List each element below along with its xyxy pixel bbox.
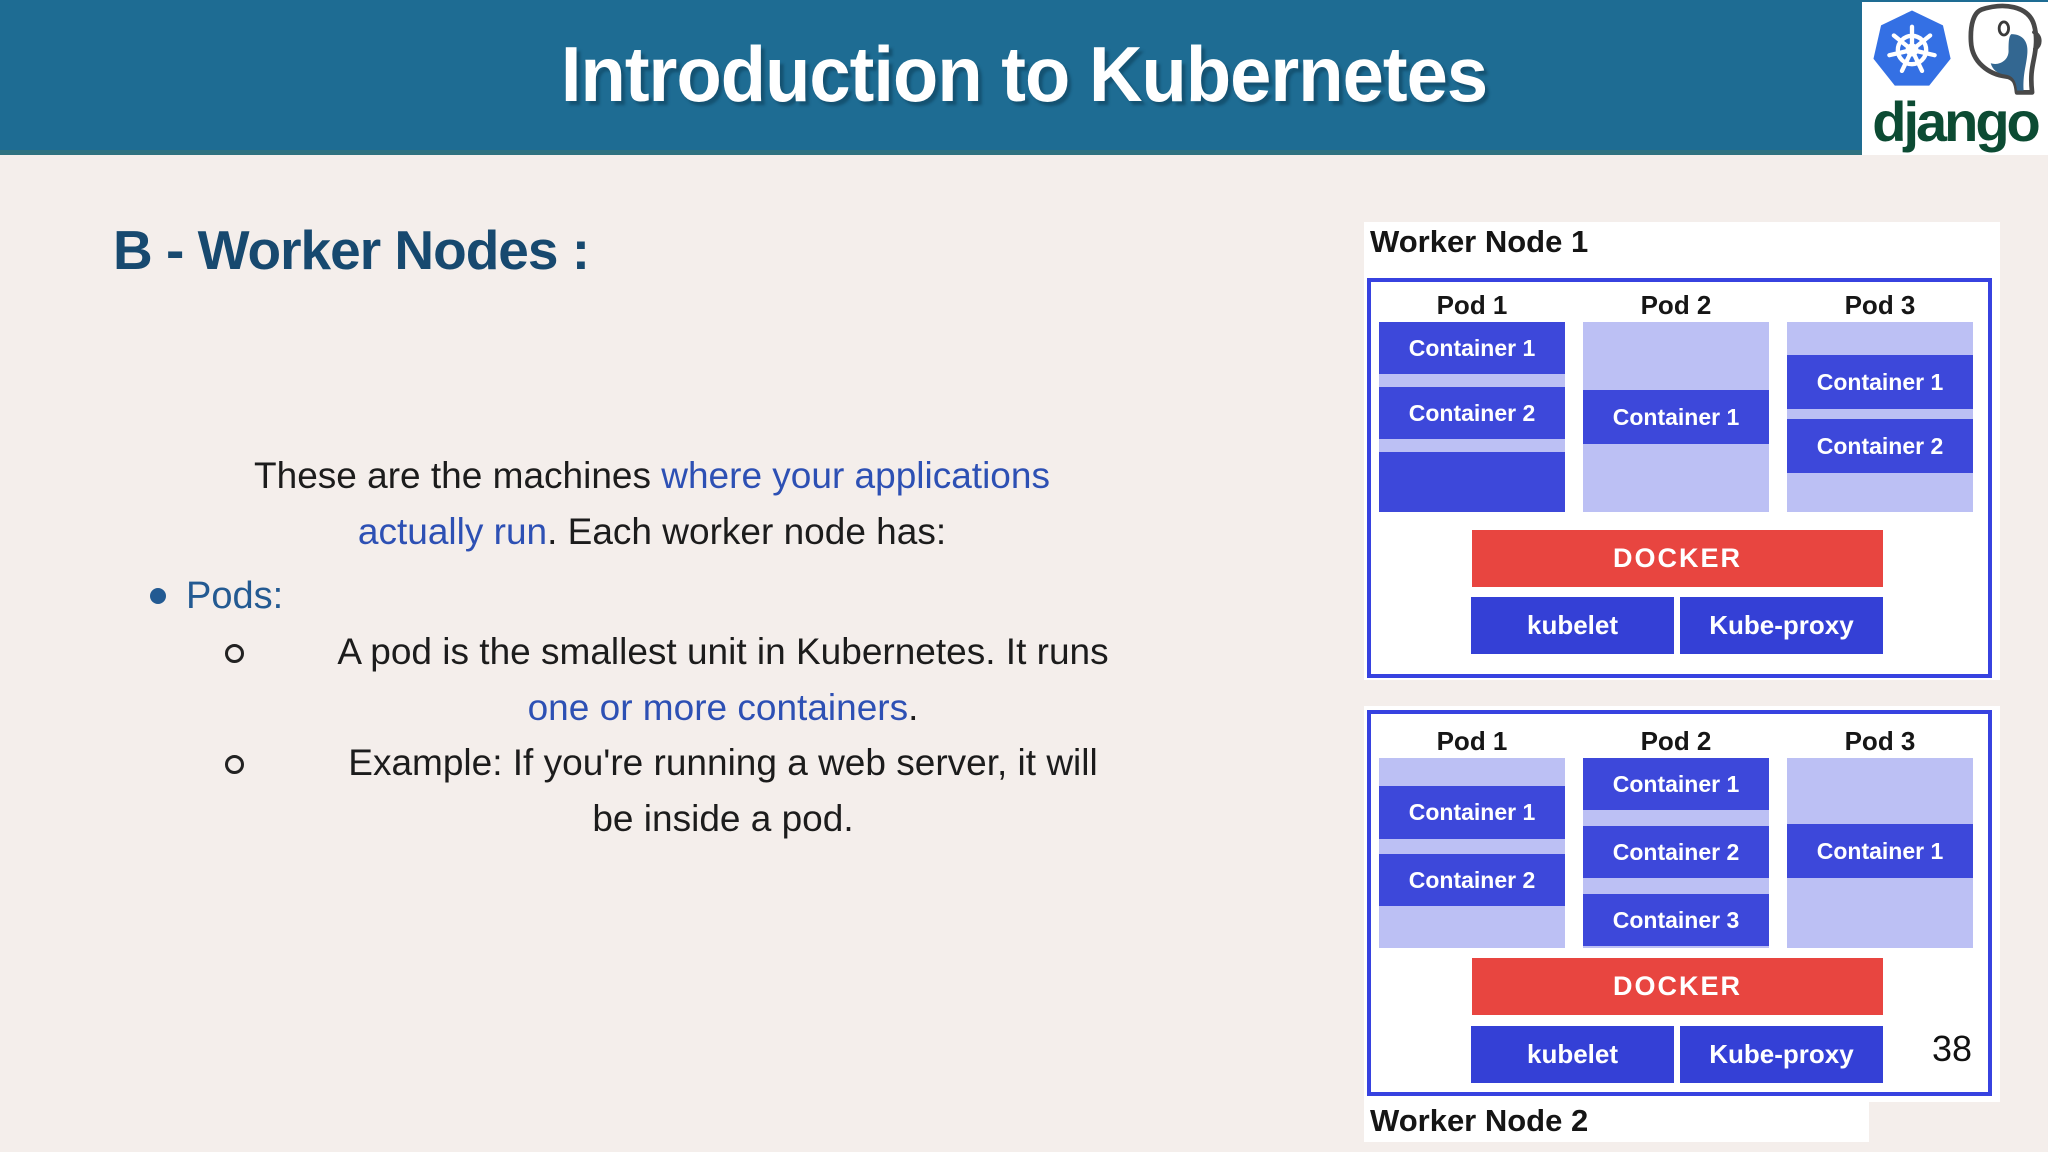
worker-node-1-label: Worker Node 1	[1370, 224, 1589, 259]
container-box: Container 1	[1583, 390, 1769, 444]
container-box: Container 2	[1583, 826, 1769, 878]
worker-node-1-box: Pod 1 Pod 2 Pod 3 Container 1 Container …	[1367, 278, 1992, 678]
circle-bullet-icon	[225, 644, 244, 663]
container-box: Container 1	[1787, 355, 1973, 409]
pod-1: Container 1 Container 2	[1379, 322, 1565, 512]
container-box: Container 2	[1379, 854, 1565, 906]
pod-space	[1379, 758, 1565, 786]
sub1-highlight: one or more containers	[527, 687, 909, 728]
worker-node-2-panel: Pod 1 Pod 2 Pod 3 Container 1 Container …	[1364, 706, 2000, 1102]
circle-bullet-icon	[225, 755, 244, 774]
container-box: Container 1	[1379, 322, 1565, 374]
intro-text-2: . Each worker node has:	[547, 511, 947, 552]
intro-highlight-1: where your applications	[661, 455, 1050, 496]
bullet-dot-icon	[150, 588, 166, 604]
container-box: Container 2	[1787, 419, 1973, 473]
pod-gap	[1583, 810, 1769, 826]
worker-node-2-box: Pod 1 Pod 2 Pod 3 Container 1 Container …	[1367, 710, 1992, 1096]
bullet-pods: Pods:	[150, 568, 283, 624]
sub-bullet-1: A pod is the smallest unit in Kubernetes…	[225, 624, 1193, 736]
container-box: Container 3	[1583, 894, 1769, 946]
pod-header: Pod 3	[1844, 726, 1916, 756]
pod-headers: Pod 1 Pod 2 Pod 3	[1379, 290, 1973, 321]
worker-node-2-label: Worker Node 2	[1370, 1103, 1589, 1138]
intro-text-1: These are the machines	[254, 455, 662, 496]
intro-paragraph: These are the machines where your applic…	[182, 448, 1122, 560]
pod-space	[1787, 758, 1973, 824]
header-bar: Introduction to Kubernetes	[0, 0, 2048, 155]
pod-1: Container 1 Container 2	[1379, 758, 1565, 948]
pod-header: Pod 2	[1640, 290, 1712, 320]
pod-gap	[1379, 374, 1565, 387]
pod-gap	[1583, 878, 1769, 894]
page-number: 38	[1931, 1028, 1973, 1069]
container-box: Container 1	[1787, 824, 1973, 878]
django-logo: django	[1872, 90, 2041, 153]
pods-row: Container 1 Container 2 Container 1 Cont…	[1379, 758, 1973, 948]
worker-node-2-label-strip: Worker Node 2	[1364, 1102, 1869, 1142]
kube-proxy-box: Kube-proxy	[1680, 1026, 1883, 1083]
pod-3: Container 1 Container 2	[1787, 322, 1973, 512]
pod-headers: Pod 1 Pod 2 Pod 3	[1379, 726, 1973, 757]
section-heading: B - Worker Nodes :	[113, 219, 590, 281]
pod-header: Pod 2	[1640, 726, 1712, 756]
kube-proxy-box: Kube-proxy	[1680, 597, 1883, 654]
pod-gap	[1379, 839, 1565, 854]
postgresql-logo-icon	[1968, 3, 2042, 95]
pod-gap	[1379, 439, 1565, 452]
pods-row: Container 1 Container 2 Container 1 Cont…	[1379, 322, 1973, 512]
sub1-text: A pod is the smallest unit in Kubernetes…	[337, 631, 1109, 672]
pod-space	[1583, 322, 1769, 390]
container-box: Container 2	[1379, 387, 1565, 439]
kubelet-box: kubelet	[1471, 597, 1674, 654]
container-box: Container 1	[1379, 786, 1565, 839]
docker-bar: DOCKER	[1472, 530, 1883, 587]
pod-3: Container 1	[1787, 758, 1973, 948]
intro-highlight-2: actually run	[357, 511, 548, 552]
pod-header: Pod 1	[1436, 290, 1508, 320]
kubernetes-logo-icon	[1873, 10, 1951, 86]
sub2-line2: be inside a pod.	[592, 798, 854, 839]
slide-title: Introduction to Kubernetes	[560, 30, 1488, 118]
sub2-line1: Example: If you're running a web server,…	[348, 742, 1098, 783]
docker-bar: DOCKER	[1472, 958, 1883, 1015]
bullet-label: Pods:	[186, 574, 284, 617]
pod-header: Pod 3	[1844, 290, 1916, 320]
pod-space	[1787, 322, 1973, 355]
kubelet-box: kubelet	[1471, 1026, 1674, 1083]
pod-header: Pod 1	[1436, 726, 1508, 756]
pod-gap	[1787, 409, 1973, 419]
pod-2: Container 1	[1583, 322, 1769, 512]
sub1-period: .	[908, 687, 919, 728]
container-box-unlabeled	[1379, 452, 1565, 512]
pod-2: Container 1 Container 2 Container 3	[1583, 758, 1769, 948]
container-box: Container 1	[1583, 758, 1769, 810]
logo-panel: django	[1862, 2, 2048, 155]
sub-bullet-2: Example: If you're running a web server,…	[225, 735, 1193, 847]
worker-node-1-panel: Worker Node 1 Pod 1 Pod 2 Pod 3 Containe…	[1364, 222, 2000, 680]
